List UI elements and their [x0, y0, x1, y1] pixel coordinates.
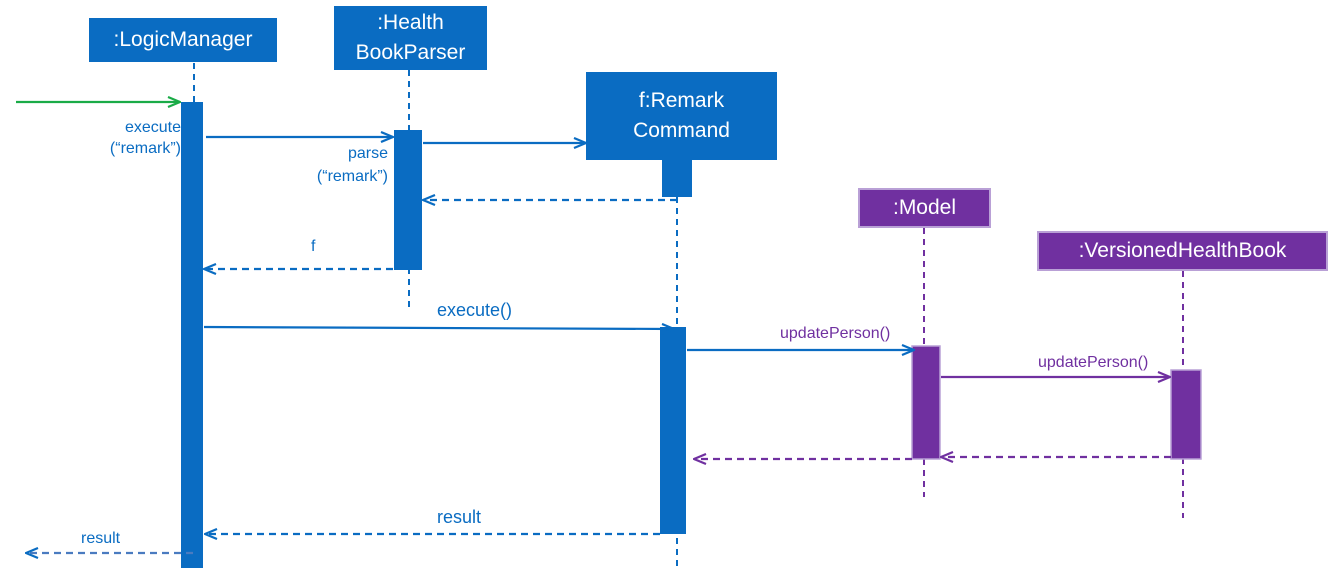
activation-remark-command-stub — [662, 159, 692, 197]
activation-health-book-parser — [394, 130, 422, 270]
message-execute-remark: execute (“remark”) — [110, 117, 181, 159]
message-execute-remark-line1: execute — [124, 119, 181, 136]
participant-logic-manager-label: :LogicManager — [113, 28, 253, 51]
participant-remark-command-line1: f:Remark — [638, 89, 725, 112]
arrow-execute — [203, 327, 674, 329]
activation-logic-manager — [181, 102, 203, 568]
message-result-out: result — [81, 530, 121, 547]
participant-health-book-parser: :Health BookParser — [334, 6, 487, 70]
participant-model-label: :Model — [892, 196, 957, 219]
participant-health-book-parser-line2: BookParser — [355, 41, 466, 64]
participant-versioned-health-book: :VersionedHealthBook — [1037, 231, 1328, 271]
message-parse-remark: parse (“remark”) — [317, 142, 388, 188]
message-update-person-model: updatePerson() — [780, 325, 891, 342]
message-return-f: f — [311, 238, 316, 255]
message-return-result: result — [437, 507, 482, 527]
participant-versioned-health-book-label: :VersionedHealthBook — [1078, 239, 1287, 262]
message-execute-remark-line2: (“remark”) — [109, 140, 181, 157]
message-update-person-versioned: updatePerson() — [1038, 354, 1149, 371]
activation-versioned-health-book — [1170, 369, 1202, 460]
participant-remark-command: f:Remark Command — [586, 72, 777, 160]
message-execute: execute() — [437, 300, 513, 320]
participant-model: :Model — [858, 188, 991, 228]
message-parse-remark-line1: parse — [347, 145, 388, 162]
activation-model — [911, 345, 941, 460]
message-parse-remark-line2: (“remark”) — [316, 168, 388, 185]
participant-remark-command-line2: Command — [633, 119, 730, 142]
activation-remark-command — [660, 327, 686, 534]
participant-logic-manager: :LogicManager — [89, 18, 277, 62]
participant-health-book-parser-line1: :Health — [377, 11, 444, 34]
